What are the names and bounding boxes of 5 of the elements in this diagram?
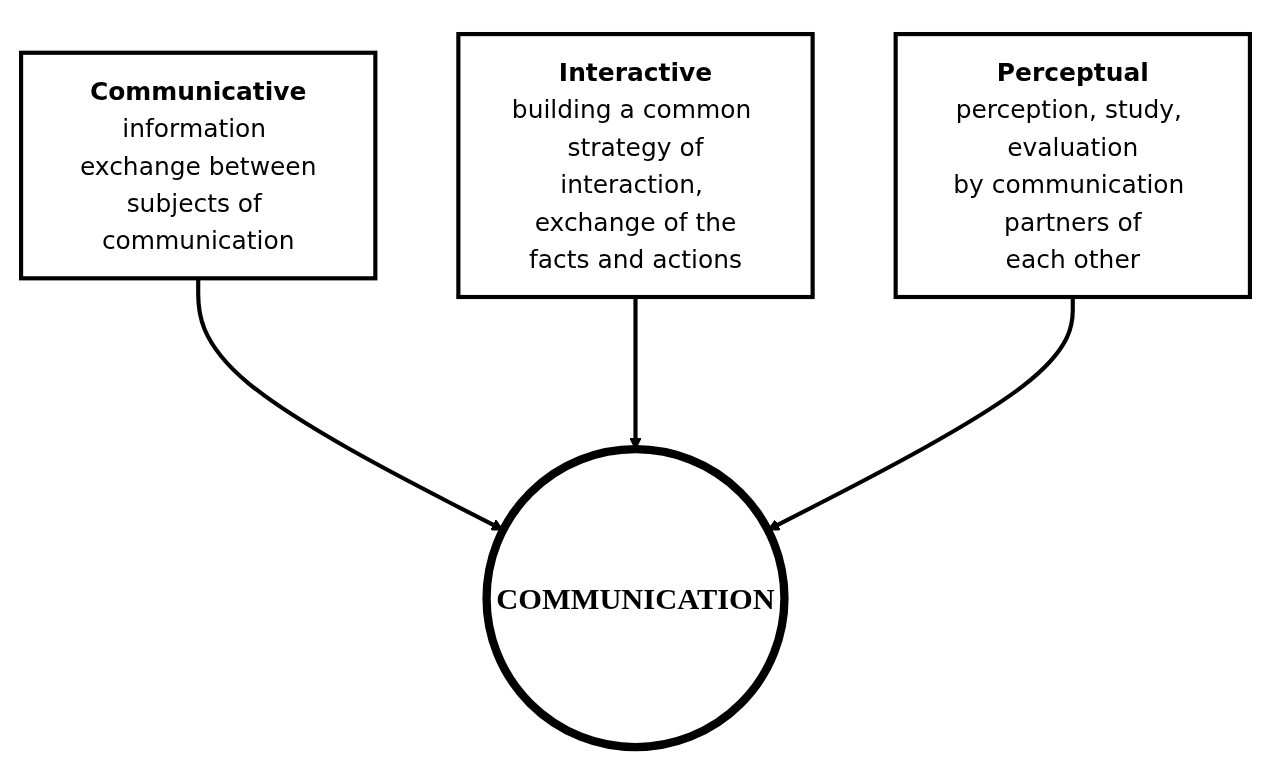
node-box [19,51,378,281]
node-box [893,32,1252,300]
node-box [456,32,815,300]
node-circle [482,445,789,752]
diagram: Communicative information exchange between subjects of communication Interactive building a common strategy of interaction, exchange of the facts and actions COMMUNICATION Perceptual perception, study, evaluation by communication partners of each other [10,23,1261,759]
